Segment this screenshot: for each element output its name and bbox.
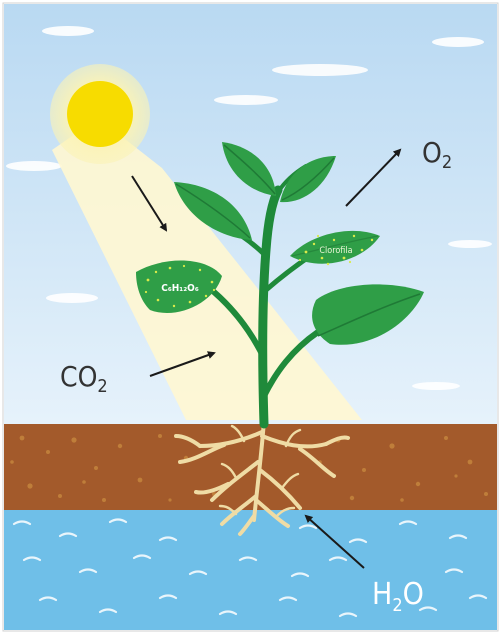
water-label-o: O <box>403 577 424 612</box>
oxygen-label-sub: 2 <box>442 152 452 173</box>
sun-icon <box>50 64 150 164</box>
oxygen-label-main: O <box>422 136 442 169</box>
chlorophyll-label: Clorofila <box>319 246 352 256</box>
water-label-h: H <box>372 577 392 612</box>
co2-label-sub: 2 <box>97 376 107 397</box>
water-label-sub: 2 <box>392 595 402 616</box>
water-layer <box>4 510 497 630</box>
co2-label-main: CO <box>60 360 97 393</box>
glucose-label: C₆H₁₂O₆ <box>161 283 199 294</box>
